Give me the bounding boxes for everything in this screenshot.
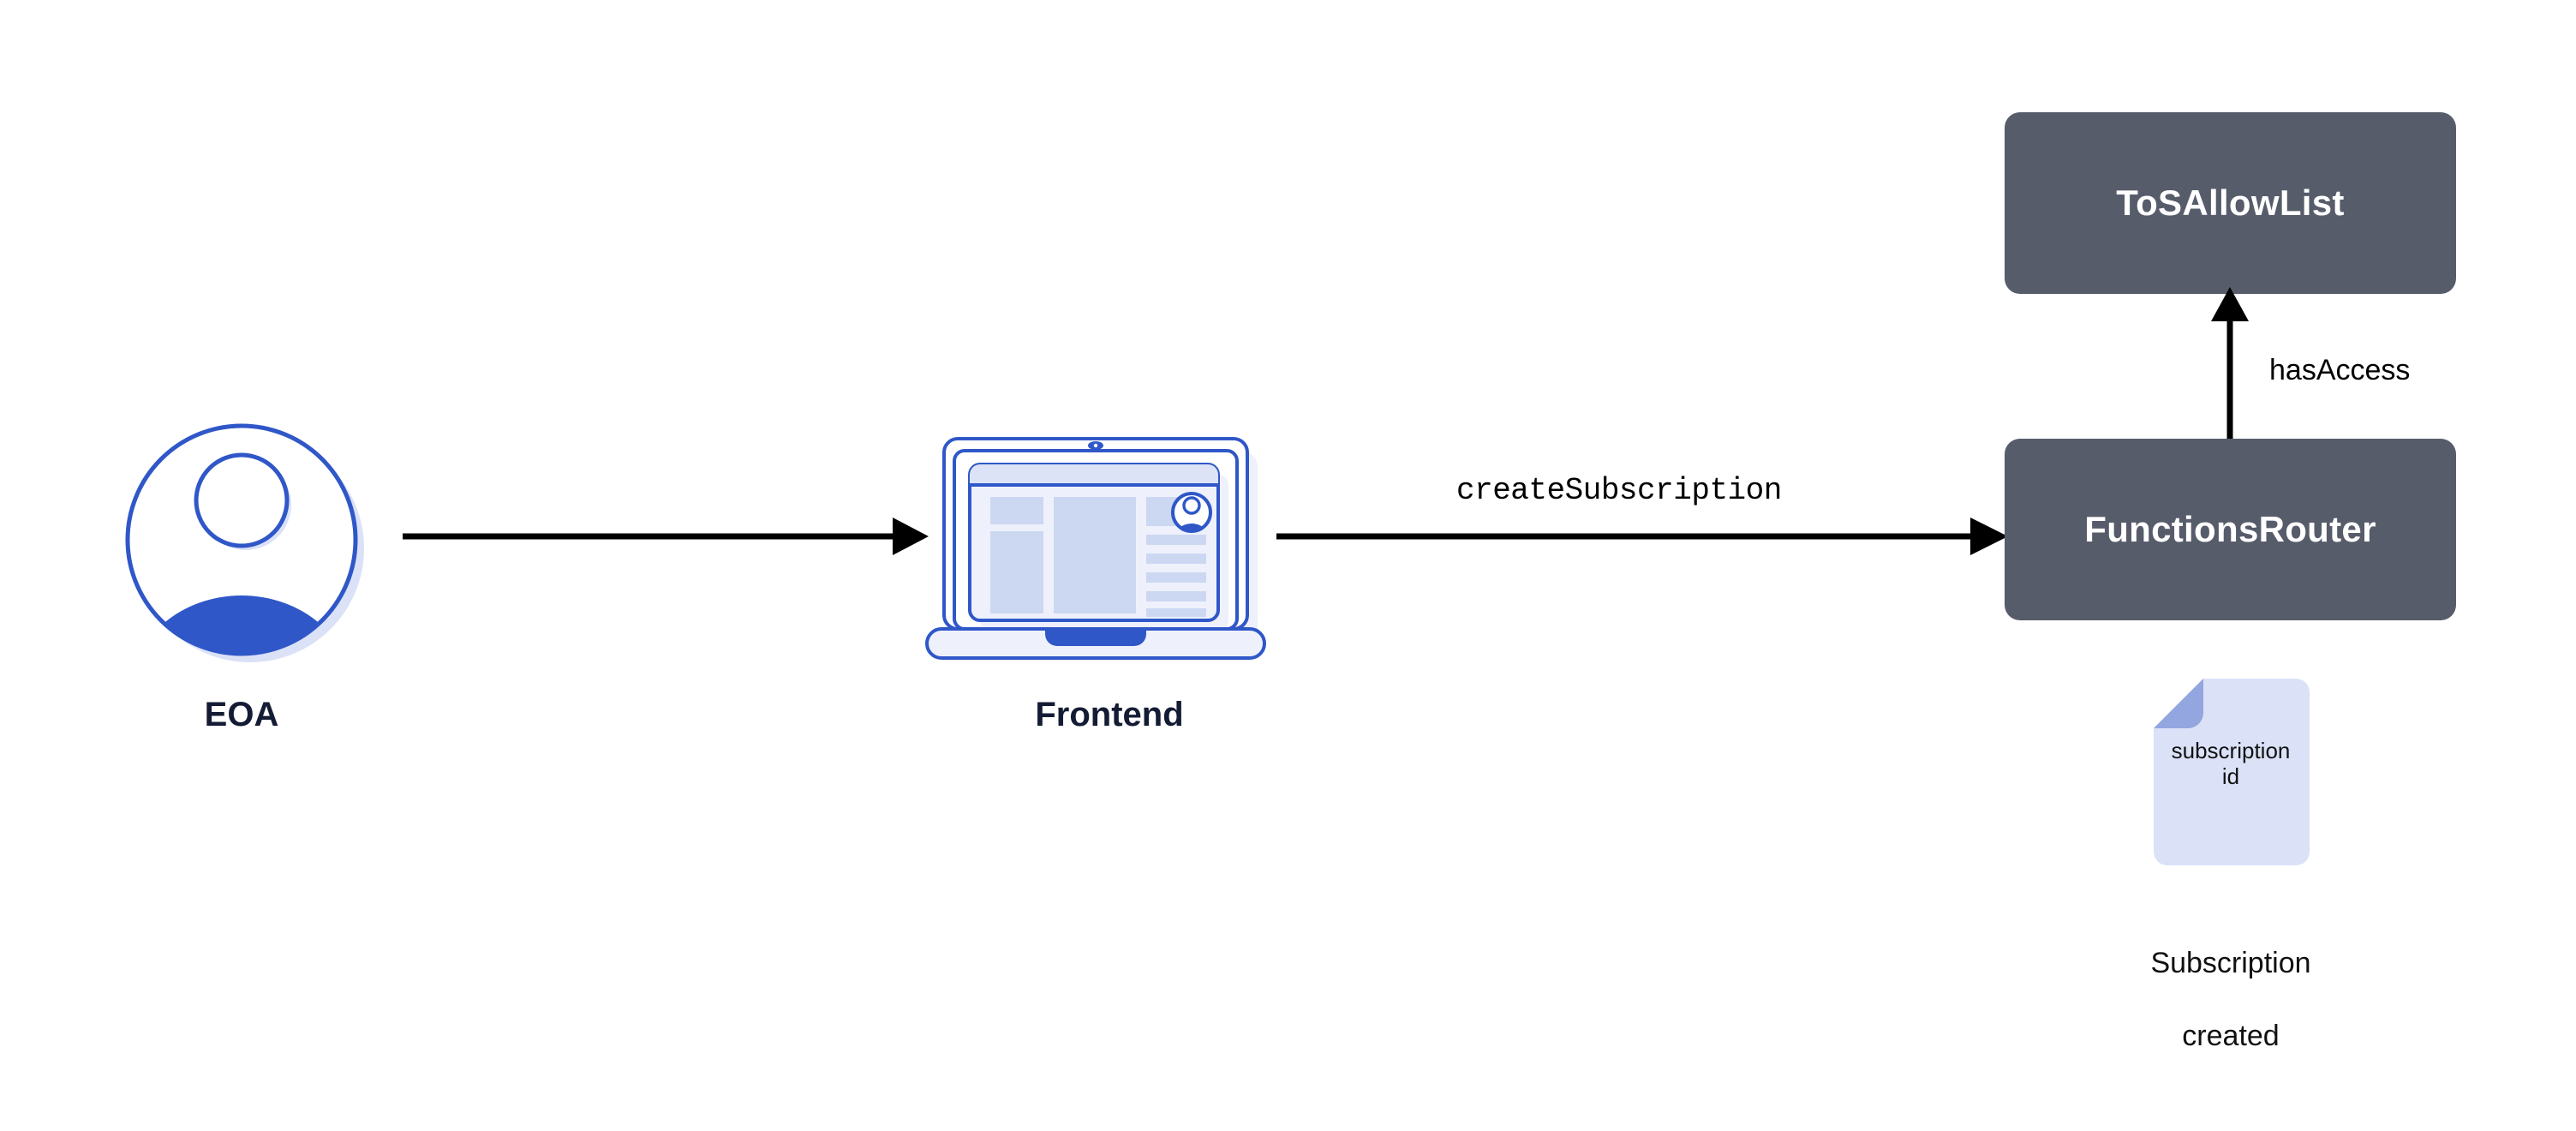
document-text-line2: id <box>2221 763 2240 789</box>
edge-label-create-subscription: createSubscription <box>1456 473 1782 508</box>
subscription-document-group: subscription id <box>2150 677 2311 867</box>
document-text: subscription id <box>2150 738 2311 790</box>
node-functions-router[interactable]: FunctionsRouter <box>2005 439 2456 620</box>
laptop-icon <box>925 437 1266 660</box>
edge-label-has-access: hasAccess <box>2269 354 2411 386</box>
eoa-actor-group <box>120 416 364 664</box>
document-icon <box>2154 679 2310 865</box>
node-tos-allow-list-label: ToSAllowList <box>2116 183 2345 223</box>
document-text-line1: subscription <box>2171 738 2291 763</box>
node-tos-allow-list[interactable]: ToSAllowList <box>2005 112 2456 294</box>
user-avatar-icon <box>125 423 364 662</box>
frontend-actor-group <box>925 428 1294 664</box>
frontend-label: Frontend <box>1035 696 1184 733</box>
caption-line2: created <box>2182 1019 2280 1052</box>
eoa-label: EOA <box>204 696 279 733</box>
node-functions-router-label: FunctionsRouter <box>2084 509 2376 549</box>
arrow-router-to-tos <box>2202 287 2258 443</box>
arrow-frontend-to-router <box>1276 514 2013 562</box>
screen-avatar-icon <box>1171 492 1212 533</box>
arrow-eoa-to-frontend <box>403 514 934 562</box>
subscription-document-caption: Subscription created <box>2119 908 2342 1054</box>
caption-line1: Subscription <box>2150 946 2311 979</box>
